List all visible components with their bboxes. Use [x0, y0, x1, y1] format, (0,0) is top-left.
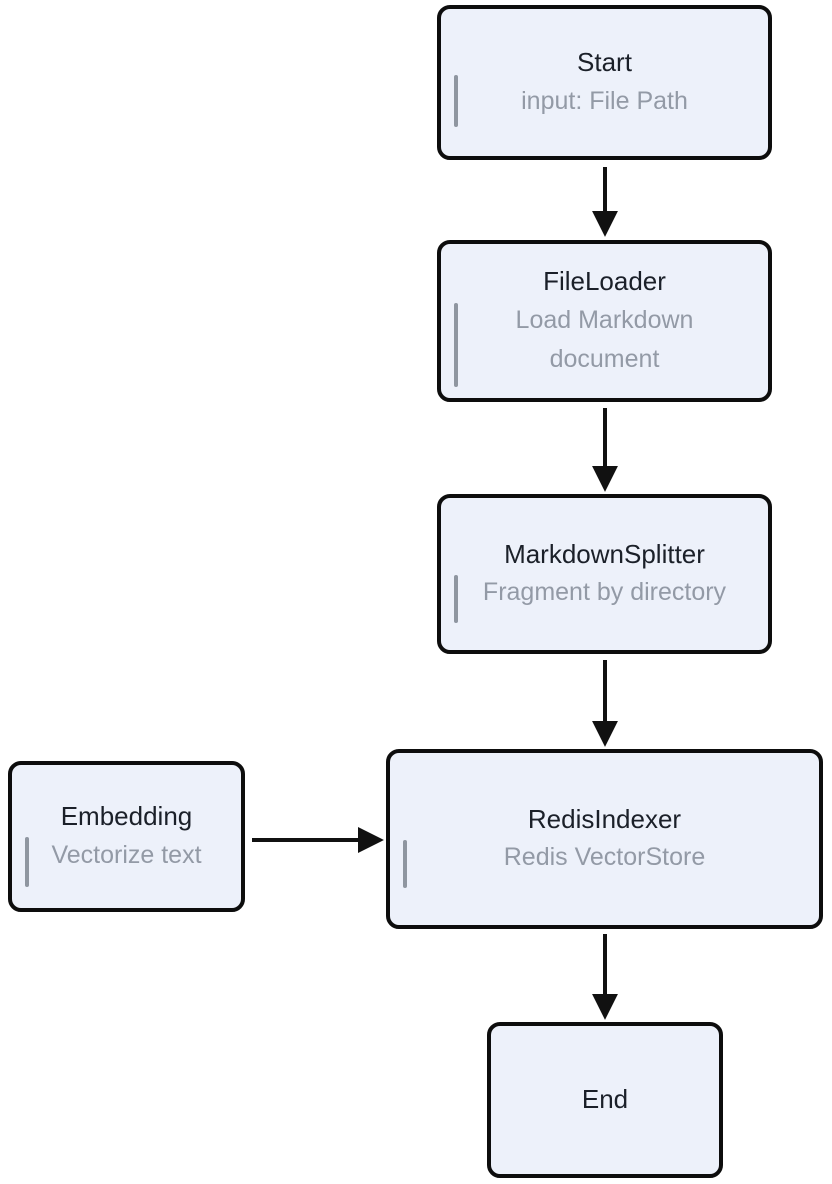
- cursor-bar-icon: [454, 575, 458, 623]
- node-subtitle: Redis VectorStore: [503, 843, 706, 872]
- node-subtitle: Fragment by directory: [482, 578, 727, 607]
- node-title: FileLoader: [543, 266, 666, 297]
- node-title: Embedding: [60, 801, 193, 832]
- node-markdownsplitter[interactable]: MarkdownSplitter Fragment by directory: [437, 494, 772, 654]
- node-subtitle: Load Markdown document: [515, 306, 694, 373]
- node-subtitle: Vectorize text: [51, 840, 202, 869]
- node-fileloader[interactable]: FileLoader Load Markdown document: [437, 240, 772, 402]
- node-redisindexer[interactable]: RedisIndexer Redis VectorStore: [386, 749, 823, 929]
- node-subtitle: input: File Path: [521, 86, 688, 115]
- node-title: Start: [577, 47, 632, 78]
- node-title: End: [581, 1084, 629, 1115]
- node-start[interactable]: Start input: File Path: [437, 5, 772, 160]
- cursor-bar-icon: [454, 303, 458, 387]
- node-end[interactable]: End: [487, 1022, 723, 1178]
- node-embedding[interactable]: Embedding Vectorize text: [8, 761, 245, 912]
- cursor-bar-icon: [454, 75, 458, 127]
- cursor-bar-icon: [25, 837, 29, 887]
- node-title: MarkdownSplitter: [504, 538, 705, 569]
- node-title: RedisIndexer: [527, 803, 682, 834]
- cursor-bar-icon: [403, 840, 407, 888]
